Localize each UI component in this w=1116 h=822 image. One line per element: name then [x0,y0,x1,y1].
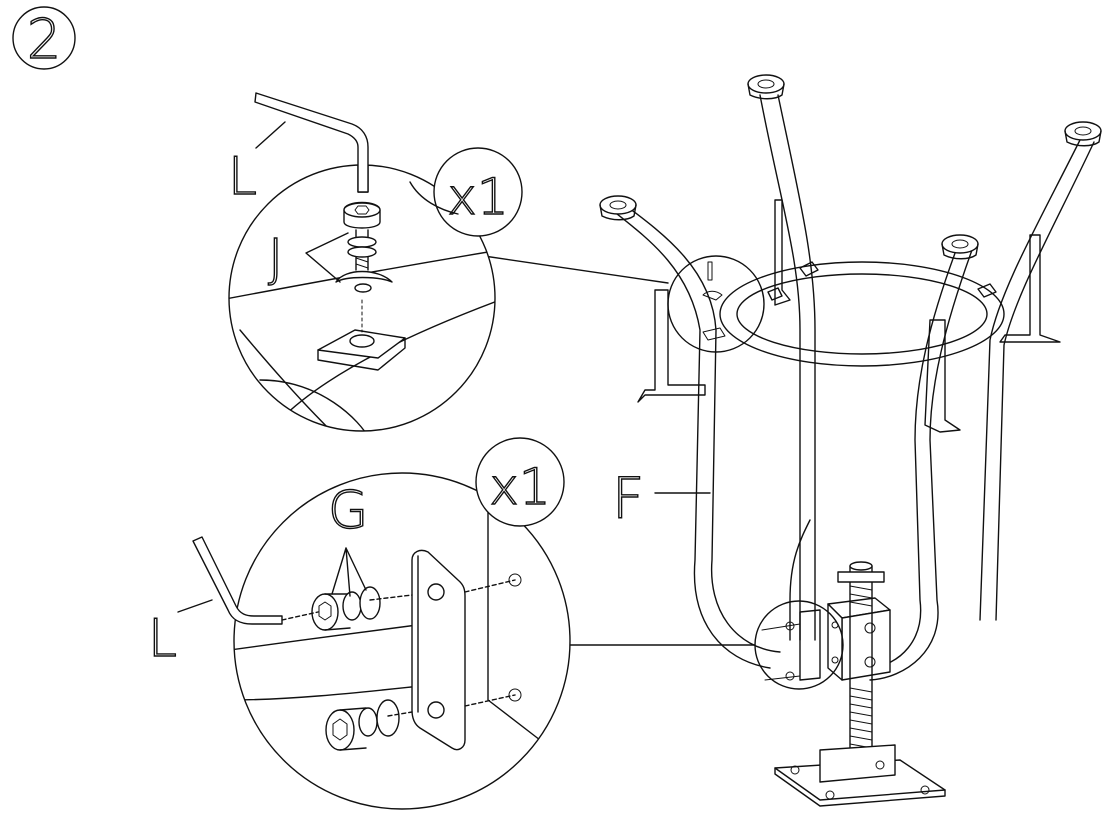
main-assembly: F [599,74,1102,807]
hex-bolt-icon [343,201,381,271]
callout-bottom-circle [233,472,571,810]
tool-leader-top [255,121,286,149]
bracket-front [924,319,961,433]
leg-foot-icon [1064,121,1102,147]
leg-foot-icon [599,195,637,221]
leader-top [483,255,669,284]
key-axis [281,611,319,621]
washer-icon [335,270,393,293]
callout-bottom: L G x1 [147,437,571,810]
frame-ring-outer [719,261,1005,367]
ring-clip-3 [767,287,783,301]
callout-top-content [229,165,495,431]
frame-leg-back-right [979,139,1081,621]
leg-foot-icon [747,74,785,100]
callout-top: J L x1 [227,92,523,432]
step-circle [12,6,76,70]
frame-leg-back-left-edge [777,94,816,641]
detail-bottom-bolts [761,623,801,681]
ring-clip-2 [977,283,997,298]
frame-ring-inner [736,273,988,355]
leg-foot-icon [941,234,979,260]
part-label-g: G [328,481,368,541]
frame-label: F [612,467,644,532]
bolt-axis-lines [464,579,516,707]
detail-bottom-washer-2 [785,671,795,681]
quantity-top: x1 [447,168,508,226]
detail-top-parts [702,261,726,341]
frame-post [487,479,541,741]
quantity-bubble-bottom [475,437,565,527]
hex-key-icon [192,536,283,625]
part-label-j: J [268,229,283,289]
step-number: 2 [27,8,61,71]
ring-clip-1 [799,261,819,277]
hex-bolt-icon [311,586,413,631]
tool-leader-bottom [177,599,213,613]
tool-label-l-bottom: L [148,609,177,669]
callout-bottom-content [234,479,541,751]
connector-block [799,597,891,681]
bracket-right [999,234,1061,343]
part-g-leader [331,547,367,597]
base-plate [774,744,946,807]
bubble-tail-top [409,181,459,215]
frame-loop-left [611,209,771,669]
frame-leg-back-right-edge [995,141,1095,621]
bracket-left [637,289,706,403]
tube-inner-edge [259,379,371,431]
hex-bolt-icon [325,699,413,751]
threaded-rod [837,561,885,761]
clip-plate [317,329,406,371]
tube-side-edge [239,329,341,431]
part-j-leader [305,232,349,283]
mount-plate [411,549,466,751]
frame-loop-right [869,244,959,669]
frame-loop-left-edge [624,204,781,653]
frame-inner-bar [789,519,811,641]
post-hole-1 [508,573,522,587]
frame-leg-back-left [759,94,801,641]
bracket-back [774,199,791,306]
detail-bottom-washer-1 [785,621,795,631]
frame-loop-right-edge [869,249,973,681]
detail-marker-top [667,255,765,353]
tool-label-l-top: L [228,147,257,207]
post-hole-2 [508,688,522,702]
step-badge: 2 [12,6,76,72]
hex-key-icon [254,92,369,193]
quantity-bottom: x1 [489,458,550,516]
